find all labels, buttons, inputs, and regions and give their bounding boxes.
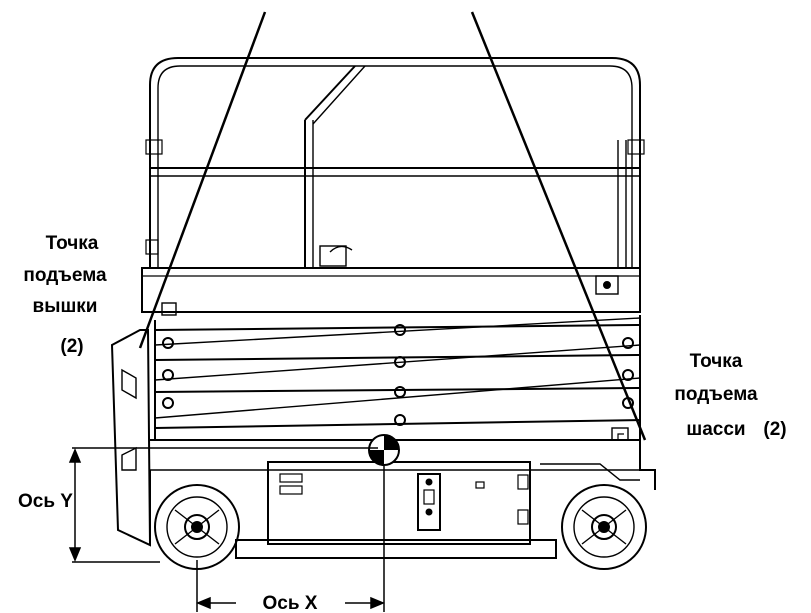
chassis-lift-line3: шасси (686, 419, 745, 440)
axis-y-label: Ось Y (18, 491, 73, 512)
guard-rails (145, 57, 645, 268)
axis-x-dimension (196, 466, 385, 612)
center-of-gravity-icon (368, 434, 400, 466)
axis-y-dimension (68, 447, 378, 563)
left-wheel (154, 484, 240, 570)
right-wheel (561, 484, 647, 570)
platform-sling-line (138, 11, 267, 349)
platform-lift-line3: вышки (33, 296, 98, 317)
platform-lift-count: (2) (60, 336, 83, 357)
chassis-lift-line1: Точка (690, 351, 743, 372)
chassis-lift-count: (2) (763, 419, 786, 440)
chassis (110, 329, 656, 559)
platform-lift-point-label: Точка подъема вышки (2) (23, 233, 107, 357)
lifting-slings (138, 11, 647, 441)
chassis-lift-point-label: Точка подъема шасси (2) (674, 351, 786, 440)
chassis-sling-line (470, 11, 647, 441)
platform-deck (141, 267, 641, 316)
platform-lift-line1: Точка (46, 233, 99, 254)
scissor-arms (154, 315, 641, 440)
platform-lift-line2: подъема (23, 265, 107, 286)
chassis-lift-line2: подъема (674, 384, 758, 405)
axis-x-label: Ось X (263, 593, 318, 613)
